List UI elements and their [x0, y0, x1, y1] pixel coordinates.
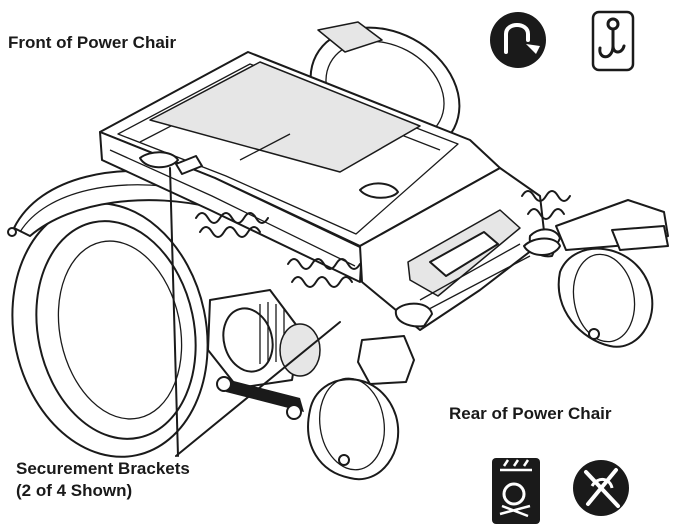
no-lift-icon [573, 460, 629, 516]
rear-label: Rear of Power Chair [449, 404, 612, 423]
tie-down-hook-icon [490, 12, 546, 68]
left-drive-wheel [11, 202, 209, 458]
suspension-springs [195, 190, 571, 288]
rear-securement-bracket [523, 237, 561, 256]
lower-caster [307, 302, 433, 481]
securement-label: Securement Brackets [16, 459, 190, 478]
rear-caster-right [528, 199, 669, 348]
lift-point-icon [492, 458, 540, 524]
drive-motor [207, 289, 321, 420]
front-label: Front of Power Chair [8, 33, 177, 52]
securement-hook-icon [591, 10, 635, 72]
chassis [99, 51, 546, 331]
securement-count-label: (2 of 4 Shown) [16, 481, 133, 500]
leader-lines [169, 167, 341, 457]
